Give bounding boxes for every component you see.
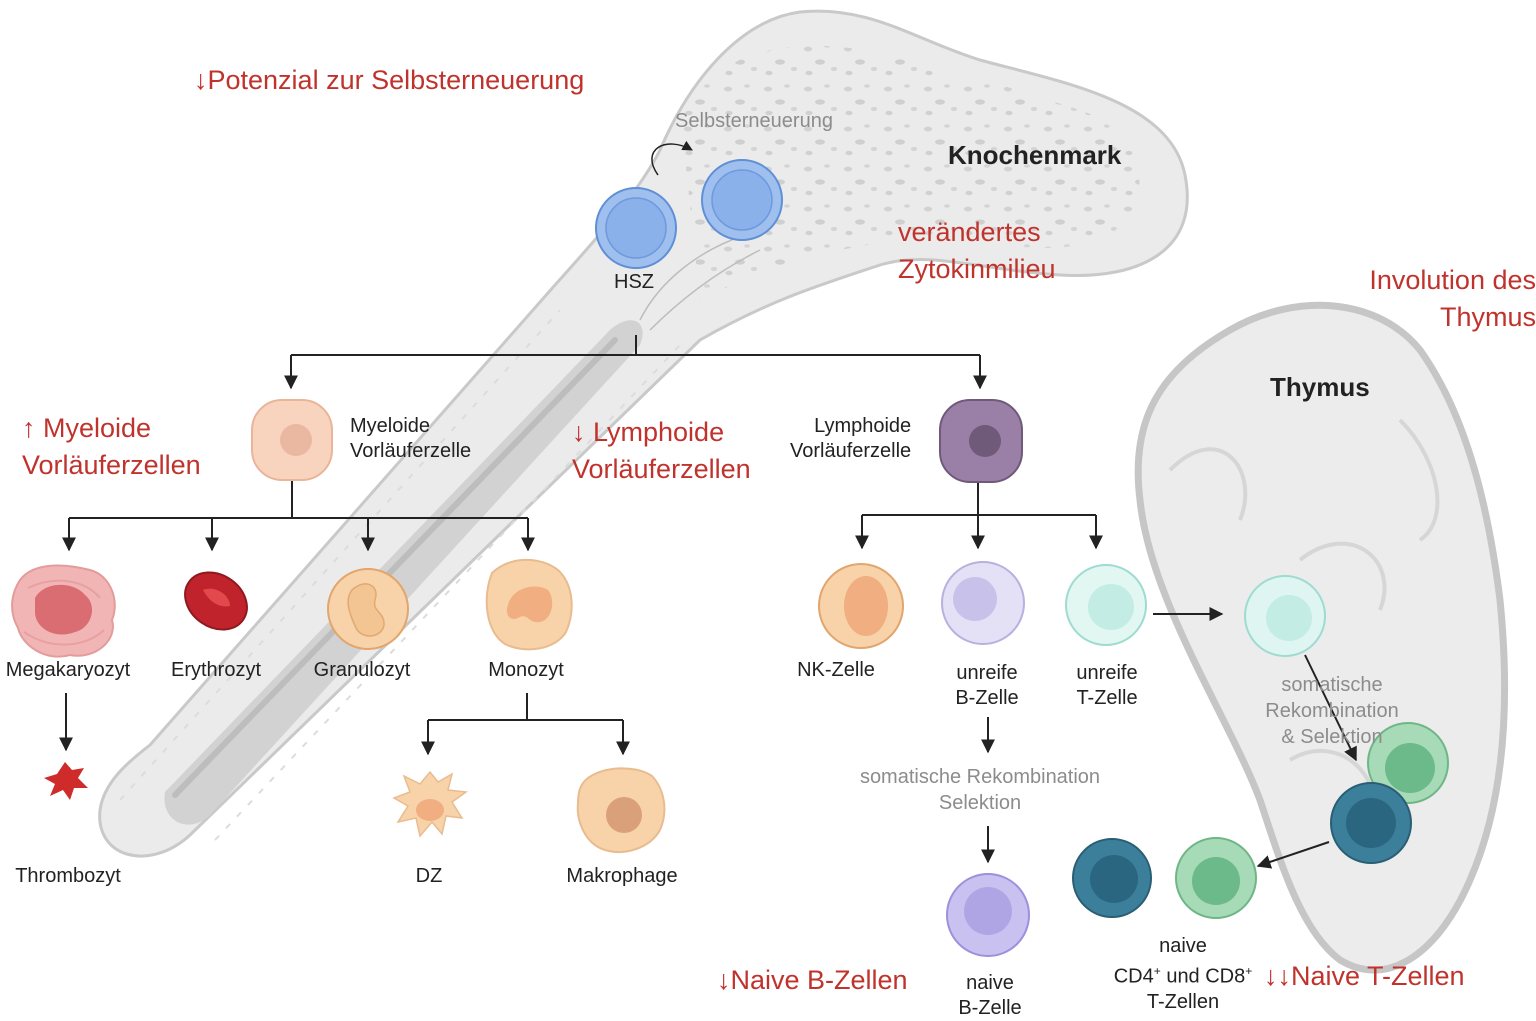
thymic-t-cell: [1244, 575, 1326, 657]
granulocyte-label: Granulozyt: [313, 659, 411, 681]
thymus-label: Thymus: [1270, 372, 1370, 402]
monocyte-label: Monozyt: [488, 659, 564, 681]
dendritic-cell-label: DZ: [415, 865, 443, 887]
erythrocyte-label: Erythrozyt: [170, 659, 262, 681]
lymphoid-progenitor-cell: [939, 399, 1023, 483]
thrombocyte-label: Thrombozyt: [15, 865, 121, 887]
macrophage-cell: [576, 767, 666, 853]
cd8-t-cell-thymus: [1330, 782, 1412, 864]
cd4-t-cell-thymus: [1367, 722, 1449, 804]
naive-t-label: naive CD4+ und CD8+ T-Zellen: [1114, 934, 1253, 1015]
naive-t-cd4: CD4: [1113, 965, 1154, 988]
naive-t-and-cd8: und CD8: [1160, 965, 1246, 988]
lymphoid-progenitor-label: Lymphoide Vorläuferzelle: [790, 415, 912, 462]
lymphoid-effect: ↓ Lymphoide Vorläuferzellen: [572, 417, 751, 484]
nk-cell-label: NK-Zelle: [797, 659, 875, 681]
thymus-involution-effect: Involution des Thymus: [1369, 265, 1536, 332]
hsc-cell: [595, 187, 677, 269]
self-renewal-label: Selbsterneuerung: [675, 110, 833, 132]
cytokine-effect: verändertes Zytokinmilieu: [898, 217, 1056, 284]
myeloid-effect: ↑ Myeloide Vorläuferzellen: [22, 413, 201, 480]
thymus-illustration: [1134, 301, 1509, 974]
myeloid-progenitor-cell: [251, 399, 333, 481]
lineage-connectors: [59, 335, 1357, 869]
self-renewal-arrow: [651, 140, 693, 176]
thrombocyte-cell: [44, 762, 88, 800]
naive-t-line2: CD4+ und CD8+: [1114, 959, 1253, 990]
naive-b-label: naive B-Zelle: [958, 972, 1022, 1019]
immature-t-label: unreife T-Zelle: [1076, 662, 1138, 709]
hsc-label: HSZ: [614, 271, 654, 293]
naive-t-effect: ↓↓Naive T-Zellen: [1264, 961, 1465, 991]
self-renewal-effect: ↓Potenzial zur Selbsterneuerung: [194, 65, 585, 95]
granulocyte-cell: [327, 568, 409, 650]
myeloid-progenitor-label: Myeloide Vorläuferzelle: [350, 415, 472, 462]
naive-b-cell: [946, 873, 1030, 957]
immature-b-cell: [941, 561, 1025, 645]
recombination-t-label: somatische Rekombination & Selektion: [1265, 674, 1399, 748]
naive-b-effect: ↓Naive B-Zellen: [717, 965, 908, 995]
naive-t-cd4-sup: +: [1153, 964, 1161, 978]
dendritic-cell: [392, 770, 469, 838]
erythrocyte-cell: [184, 571, 248, 631]
bone-marrow-label: Knochenmark: [948, 140, 1122, 170]
nk-cell: [818, 563, 904, 649]
naive-t-line3: T-Zellen: [1146, 990, 1220, 1013]
naive-cd4-t-cell: [1175, 837, 1257, 919]
immature-b-label: unreife B-Zelle: [955, 662, 1019, 709]
megakaryocyte-cell: [11, 564, 116, 658]
monocyte-cell: [485, 558, 573, 651]
recombination-b-label: somatische Rekombination Selektion: [859, 766, 1101, 814]
naive-cd8-t-cell: [1072, 838, 1152, 918]
naive-t-line1: naive: [1159, 935, 1207, 957]
megakaryocyte-label: Megakaryozyt: [5, 659, 131, 681]
naive-t-cd8-sup: +: [1245, 964, 1253, 978]
immature-t-cell: [1065, 564, 1147, 646]
macrophage-label: Makrophage: [566, 865, 678, 887]
hsc-cell-renewed: [701, 159, 783, 241]
